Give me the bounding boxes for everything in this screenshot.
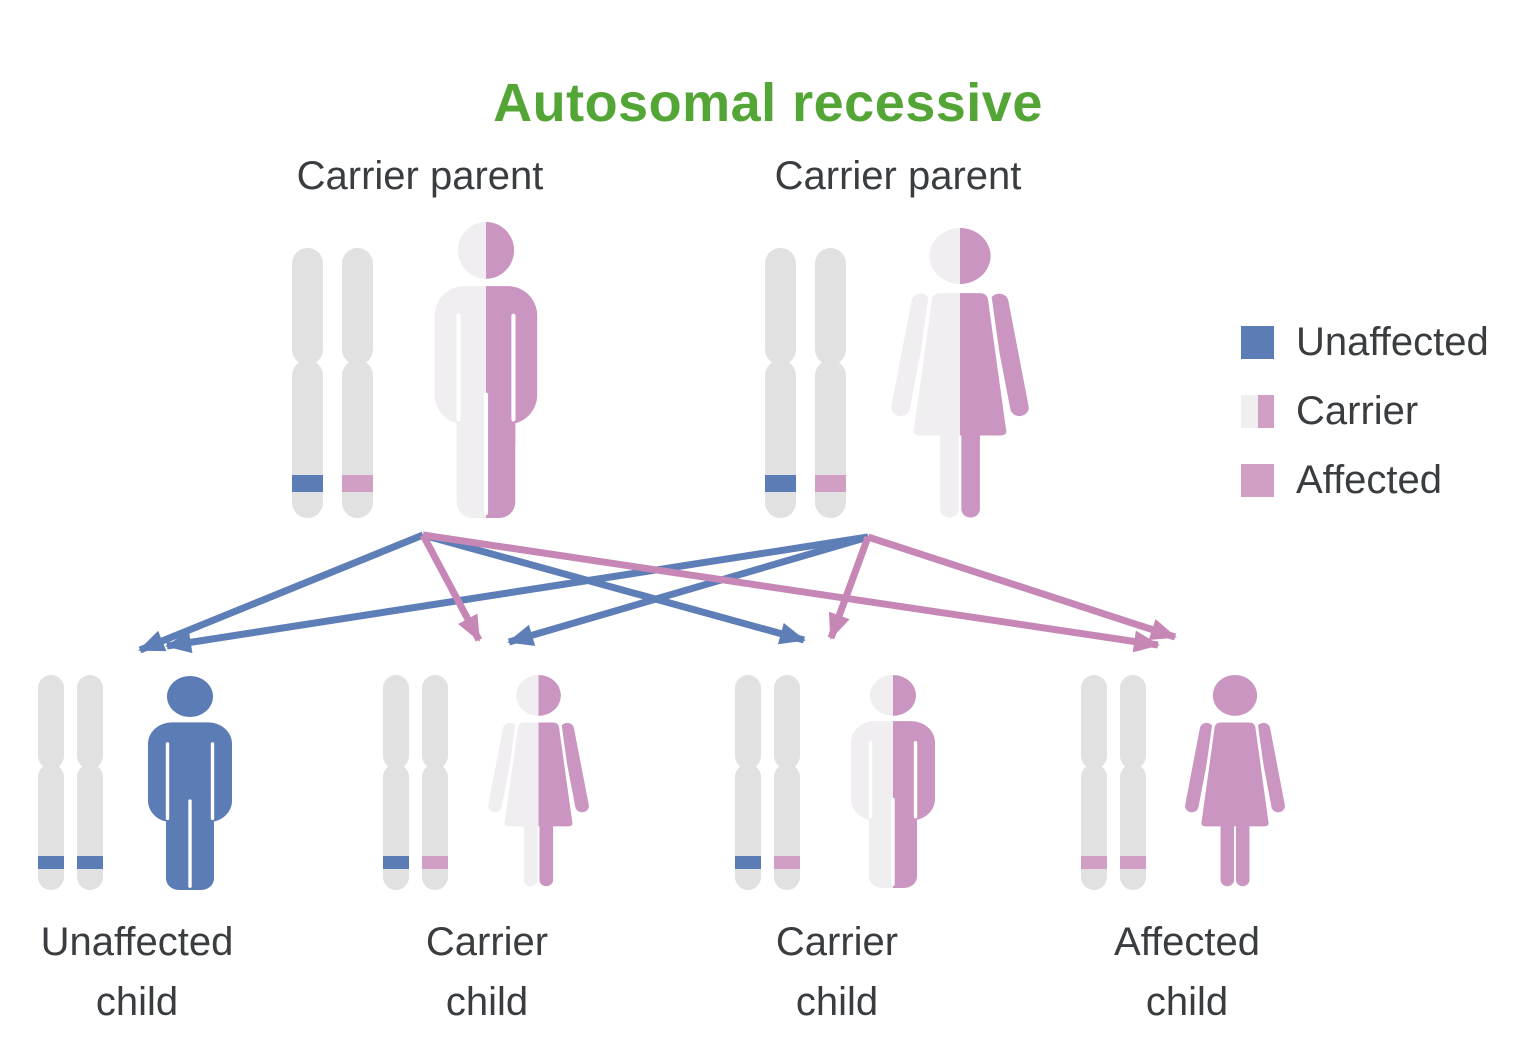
arrow-parent2-to-child4 <box>866 533 1177 641</box>
carrier-parent-2-female-figure <box>887 226 1033 520</box>
legend-label-affected: Affected <box>1296 457 1443 502</box>
unaffected-child-chromosome-1 <box>38 675 64 890</box>
affected-child-allele-band-pink <box>1081 855 1107 870</box>
unaffected-child-allele-band-blue <box>38 855 64 870</box>
carrier-swatch <box>1241 394 1274 428</box>
carrier-child-1-allele-band-pink <box>422 855 448 870</box>
carrier-parent-2-label: Carrier parent <box>774 154 1022 198</box>
carrier-parent-1-male-figure <box>434 222 538 518</box>
carrier-parent-2-chromosome-2 <box>815 248 846 518</box>
legend: Unaffected Carrier Affected <box>1241 320 1489 527</box>
chromosome-bottom-arm <box>38 764 64 890</box>
carrier-parent-1-chromosome-2 <box>342 248 373 518</box>
chromosome-top-arm <box>77 675 103 769</box>
chromosome-bottom-arm <box>815 360 846 518</box>
chromosome-top-arm <box>1081 675 1107 769</box>
carrier-child-2-male-figure <box>851 675 935 888</box>
legend-label-unaffected: Unaffected <box>1296 319 1489 364</box>
legend-row-unaffected: Unaffected <box>1241 320 1489 364</box>
carrier-child-1-chromosome-1 <box>383 675 409 890</box>
arrow-parent2-to-child1 <box>165 533 869 654</box>
arrow-parent2-to-child2 <box>507 533 869 646</box>
carrier-child-2-chromosome-1 <box>735 675 761 890</box>
page-title: Autosomal recessive <box>493 73 1043 134</box>
arrow-parent2-to-child3 <box>827 535 872 640</box>
chromosome-bottom-arm <box>774 764 800 890</box>
legend-row-carrier: Carrier <box>1241 389 1489 433</box>
carrier-parent-1-chromosome-1 <box>292 248 323 518</box>
carrier-child-2-allele-band-blue <box>735 855 761 870</box>
carrier-child-1-chromosome-2 <box>422 675 448 890</box>
chromosome-top-arm <box>38 675 64 769</box>
carrier-parent-2-chromosome-1 <box>765 248 796 518</box>
unaffected-child-label: Unaffected child <box>40 920 234 1024</box>
chromosome-top-arm <box>765 248 796 366</box>
affected-child-female-figure <box>1182 673 1288 888</box>
carrier-child-1-label: Carrier child <box>425 920 549 1024</box>
arrow-parent1-to-child4 <box>422 531 1160 653</box>
chromosome-top-arm <box>1120 675 1146 769</box>
carrier-child-2-chromosome-2 <box>774 675 800 890</box>
chromosome-top-arm <box>815 248 846 366</box>
chromosome-top-arm <box>422 675 448 769</box>
chromosome-bottom-arm <box>77 764 103 890</box>
chromosome-bottom-arm <box>292 360 323 518</box>
chromosome-top-arm <box>774 675 800 769</box>
carrier-parent-1-label: Carrier parent <box>296 154 544 198</box>
legend-label-carrier: Carrier <box>1296 388 1419 433</box>
carrier-parent-2-allele-band-blue <box>765 475 796 493</box>
chromosome-bottom-arm <box>383 764 409 890</box>
unaffected-child-male-figure <box>148 676 232 890</box>
carrier-child-2-allele-band-pink <box>774 855 800 870</box>
chromosome-bottom-arm <box>422 764 448 890</box>
carrier-child-1-female-figure <box>485 673 592 888</box>
chromosome-bottom-arm <box>765 360 796 518</box>
affected-child-allele-band-pink <box>1120 855 1146 870</box>
carrier-parent-2-allele-band-pink <box>815 475 846 493</box>
carrier-child-2-label: Carrier child <box>775 920 899 1024</box>
chromosome-bottom-arm <box>1120 764 1146 890</box>
legend-row-affected: Affected <box>1241 458 1489 502</box>
arrow-parent1-to-child2 <box>419 533 483 642</box>
unaffected-child-allele-band-blue <box>77 855 103 870</box>
affected-child-chromosome-1 <box>1081 675 1107 890</box>
carrier-parent-1-allele-band-pink <box>342 475 373 493</box>
carrier-child-1-allele-band-blue <box>383 855 409 870</box>
affected-swatch <box>1241 463 1274 497</box>
affected-child-chromosome-2 <box>1120 675 1146 890</box>
chromosome-top-arm <box>735 675 761 769</box>
chromosome-top-arm <box>383 675 409 769</box>
carrier-parent-1-allele-band-blue <box>292 475 323 493</box>
chromosome-bottom-arm <box>342 360 373 518</box>
chromosome-top-arm <box>342 248 373 366</box>
affected-child-label: Affected child <box>1113 920 1261 1024</box>
unaffected-child-chromosome-2 <box>77 675 103 890</box>
arrow-parent1-to-child1 <box>138 531 425 654</box>
arrow-parent1-to-child3 <box>422 531 806 645</box>
unaffected-swatch <box>1241 325 1274 359</box>
chromosome-bottom-arm <box>1081 764 1107 890</box>
chromosome-bottom-arm <box>735 764 761 890</box>
chromosome-top-arm <box>292 248 323 366</box>
